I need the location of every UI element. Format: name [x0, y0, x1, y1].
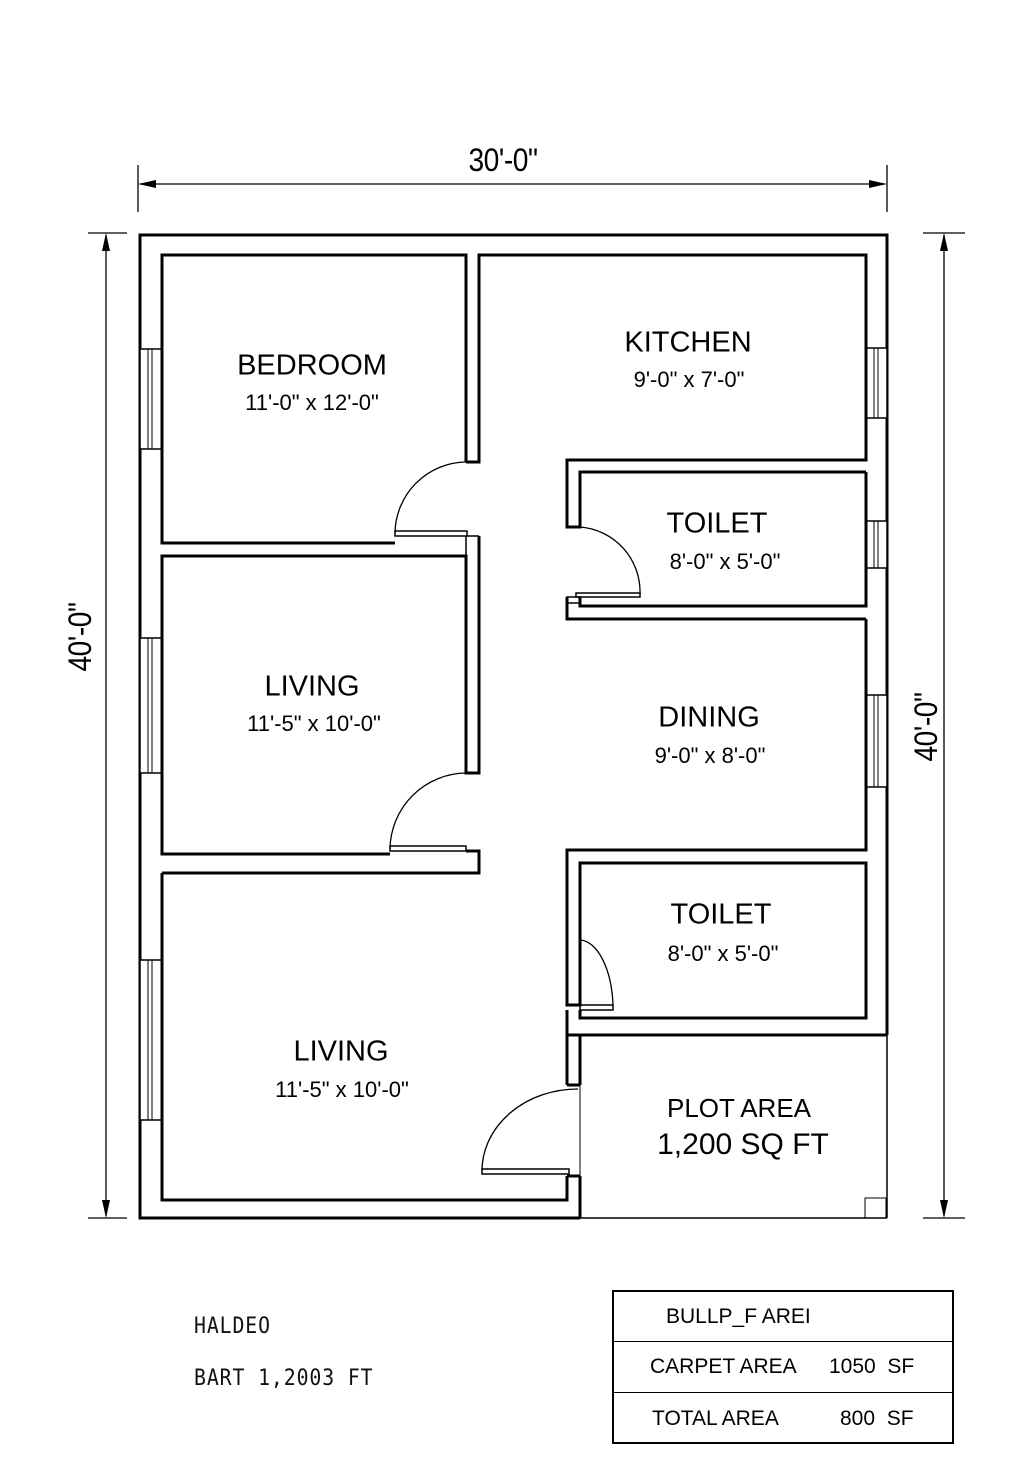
note-line-1: HALDEO	[194, 1314, 271, 1339]
room-size: 11'-5" x 10'-0"	[247, 711, 381, 736]
room-size: 8'-0" x 5'-0"	[667, 941, 779, 966]
room-size: 8'-0" x 5'-0"	[669, 549, 781, 574]
room-size: 9'-0" x 7'-0"	[633, 367, 745, 392]
area-row-carpet: CARPET AREA 1050 SF	[614, 1342, 952, 1393]
left-dimension-line	[88, 232, 127, 1219]
area-row-value: 800 SF	[840, 1406, 914, 1430]
room-name: LIVING	[264, 670, 360, 703]
room-name: TOILET	[666, 507, 768, 540]
room-size: 11'-5" x 10'-0"	[275, 1077, 409, 1102]
right-windows	[865, 347, 888, 788]
living-1-walls	[160, 536, 481, 875]
living-2-walls	[160, 873, 582, 1218]
right-dimension-line	[923, 232, 965, 1219]
left-windows	[139, 348, 163, 1121]
area-row-label: BULLP_F AREI	[666, 1304, 811, 1328]
room-name: TOILET	[670, 898, 772, 931]
room-name: BEDROOM	[237, 349, 387, 382]
area-row-builtup: BULLP_F AREI	[614, 1292, 952, 1342]
plot-area-value: 1,200 SQ FT	[657, 1128, 829, 1161]
area-row-label: TOTAL AREA	[652, 1406, 779, 1430]
plot-area-label: PLOT AREA	[666, 1093, 812, 1123]
plot-corner-marker	[864, 1197, 887, 1219]
room-size: 11'-0" x 12'-0"	[245, 390, 379, 415]
top-dimension-line	[137, 165, 888, 212]
area-summary-table: BULLP_F AREI CARPET AREA 1050 SF TOTAL A…	[612, 1290, 954, 1444]
room-size: 9'-0" x 8'-0"	[654, 743, 766, 768]
note-line-2: BART 1,2003 FT	[194, 1366, 374, 1391]
top-dimension-label: 30'-0"	[468, 142, 538, 178]
room-name: DINING	[658, 701, 760, 734]
bedroom-walls	[160, 253, 868, 545]
right-dimension-label: 40'-0"	[908, 692, 944, 762]
room-name: KITCHEN	[624, 326, 752, 359]
left-dimension-label: 40'-0"	[62, 602, 98, 672]
area-row-label: CARPET AREA	[650, 1355, 797, 1378]
area-row-total: TOTAL AREA 800 SF	[614, 1393, 952, 1444]
toilet-1-walls	[565, 472, 868, 621]
dining-walls	[565, 619, 887, 1037]
area-row-value: 1050 SF	[829, 1355, 915, 1378]
outer-walls	[138, 233, 889, 1220]
room-name: LIVING	[293, 1035, 389, 1068]
